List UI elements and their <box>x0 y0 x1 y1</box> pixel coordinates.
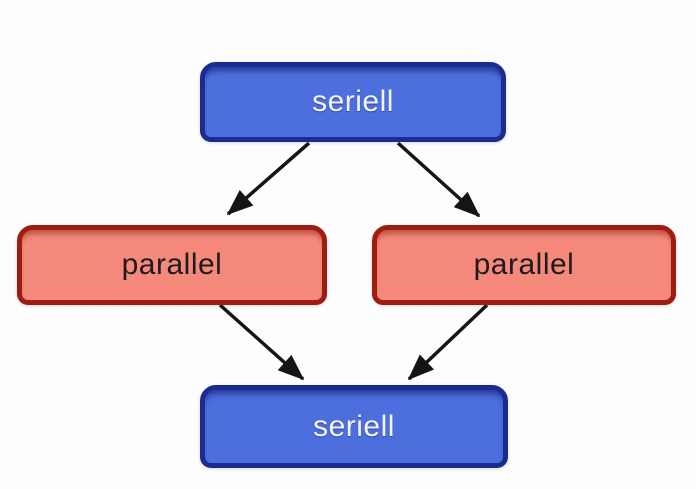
node-label: parallel <box>121 248 223 281</box>
node-parallel-right: parallel <box>372 225 676 305</box>
node-parallel-left: parallel <box>17 225 327 305</box>
node-label: seriell <box>312 85 394 118</box>
node-label: parallel <box>473 248 575 281</box>
node-seriell-top: seriell <box>200 62 506 142</box>
edge-seriell-top-to-parallel-right <box>396 141 481 218</box>
node-seriell-bottom: seriell <box>200 385 508 468</box>
edge-parallel-left-to-seriell-bottom <box>218 303 305 381</box>
edge-parallel-right-to-seriell-bottom <box>407 303 489 381</box>
node-label: seriell <box>313 409 395 443</box>
edge-seriell-top-to-parallel-left <box>226 141 311 216</box>
